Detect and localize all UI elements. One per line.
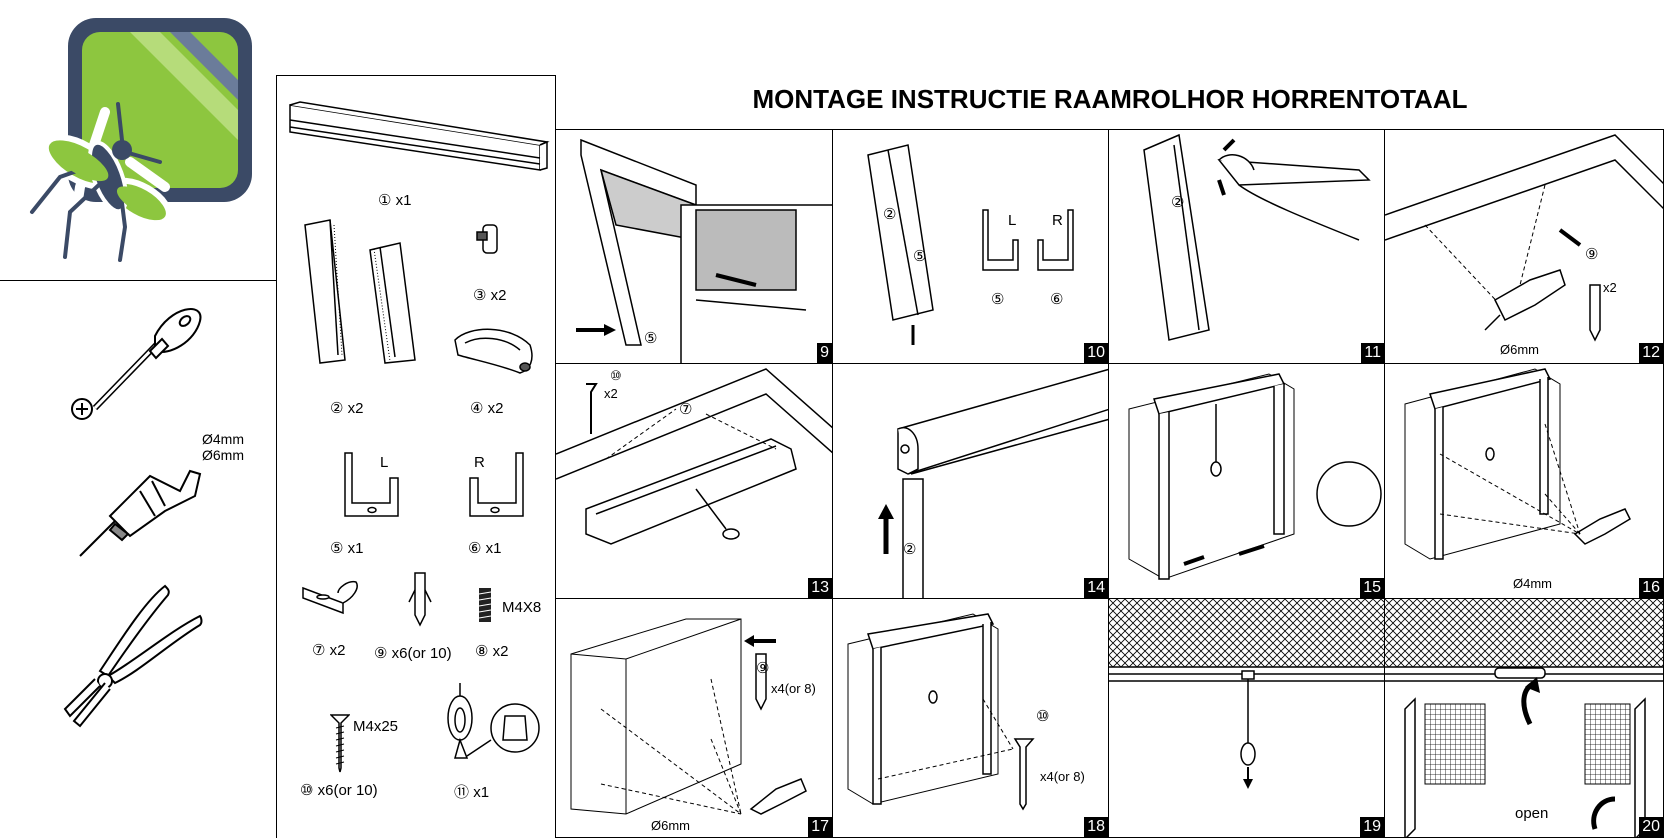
part-3-label: ③ x2 xyxy=(473,287,507,304)
mosquito-logo-icon xyxy=(10,12,260,272)
step-18-number: 18 xyxy=(1084,817,1108,837)
part-1-label: ① x1 xyxy=(378,192,412,209)
step-13-label-c: ⑦ xyxy=(679,401,693,418)
bracket-l-icon xyxy=(340,448,410,523)
step-14-panel: ② 14 xyxy=(832,363,1109,599)
step-18-label-b: x4(or 8) xyxy=(1040,769,1085,784)
bracket-l-side: L xyxy=(380,454,389,471)
step-17-panel: ⑨ x4(or 8) Ø6mm 17 xyxy=(555,598,833,838)
step-10-label-e: ⑤ xyxy=(991,291,1005,308)
screwdriver-icon xyxy=(60,296,210,426)
bracket-r-side: R xyxy=(474,454,485,471)
step-18-label-a: ⑩ xyxy=(1036,708,1050,725)
step-9-panel: ⑤ 9 xyxy=(555,129,833,364)
step-16-panel: Ø4mm 16 xyxy=(1384,363,1664,599)
part-6-label: ⑥ x1 xyxy=(468,540,502,557)
part-11-label: ⑪ x1 xyxy=(454,784,490,801)
step-12-label-a: ⑨ xyxy=(1585,246,1599,263)
part-8-spec: M4X8 xyxy=(502,599,542,616)
step-10-label-a: ② xyxy=(883,206,897,223)
step-17-number: 17 xyxy=(808,817,832,837)
step-10-label-f: ⑥ xyxy=(1050,291,1064,308)
drill-size-4mm: Ø6mm xyxy=(202,447,244,463)
drill-icon xyxy=(60,436,210,566)
bracket-r-icon xyxy=(465,448,535,523)
step-10-label-c: L xyxy=(1008,212,1017,229)
step-10-panel: ② ⑤ L R ⑤ ⑥ 10 xyxy=(832,129,1109,364)
wall-plug-icon xyxy=(405,570,435,630)
step-10-label-d: R xyxy=(1052,212,1063,229)
part-10-spec: M4x25 xyxy=(353,718,399,735)
part-4-label: ④ x2 xyxy=(470,400,504,417)
step-19-panel: 19 xyxy=(1108,598,1385,838)
step-11-number: 11 xyxy=(1361,343,1384,363)
pull-cord-icon xyxy=(435,678,545,778)
step-14-label-a: ② xyxy=(903,541,917,558)
step-12-number: 12 xyxy=(1639,343,1663,363)
step-13-label-a: ⑩ xyxy=(610,368,622,383)
end-cap-icon xyxy=(475,220,515,260)
step-18-panel: ⑩ x4(or 8) 18 xyxy=(832,598,1109,838)
pliers-icon xyxy=(60,581,210,731)
step-15-number: 15 xyxy=(1360,578,1384,598)
page-title: MONTAGE INSTRUCTIE RAAMROLHOR HORRENTOTA… xyxy=(752,84,1468,114)
step-19-number: 19 xyxy=(1360,817,1384,837)
step-13-label-b: x2 xyxy=(604,386,618,401)
step-14-number: 14 xyxy=(1084,578,1108,598)
step-16-number: 16 xyxy=(1639,578,1663,598)
step-10-label-b: ⑤ xyxy=(913,248,927,265)
step-10-number: 10 xyxy=(1084,343,1108,363)
part-10-label: ⑩ x6(or 10) xyxy=(300,782,378,799)
step-17-label-a: ⑨ xyxy=(756,660,770,677)
step-20-label-a: open xyxy=(1515,805,1549,822)
step-13-panel: ⑩ x2 ⑦ 13 xyxy=(555,363,833,599)
step-20-number: 20 xyxy=(1639,817,1663,837)
side-rail-icon xyxy=(300,215,430,365)
step-13-number: 13 xyxy=(808,578,832,598)
part-5-label: ⑤ x1 xyxy=(330,540,364,557)
step-9-label-a: ⑤ xyxy=(644,330,658,347)
set-screw-icon xyxy=(475,586,495,626)
handle-icon xyxy=(450,325,540,385)
step-17-label-b: x4(or 8) xyxy=(771,681,816,696)
step-12-label-b: x2 xyxy=(1603,280,1617,295)
step-9-number: 9 xyxy=(817,343,832,363)
step-12-label-c: Ø6mm xyxy=(1500,342,1539,357)
drill-size-6mm: Ø4mm xyxy=(202,431,244,447)
part-8-label: ⑧ x2 xyxy=(475,643,509,660)
step-15-panel: 15 xyxy=(1108,363,1385,599)
step-11-label-a: ② xyxy=(1171,194,1185,211)
step-16-label-a: Ø4mm xyxy=(1513,576,1552,591)
step-11-panel: ② 11 xyxy=(1108,129,1385,364)
roller-cassette-icon xyxy=(285,100,550,185)
step-12-panel: ⑨ x2 Ø6mm 12 xyxy=(1384,129,1664,364)
step-20-panel: open 20 xyxy=(1384,598,1664,838)
part-2-label: ② x2 xyxy=(330,400,364,417)
part-9-label: ⑨ x6(or 10) xyxy=(374,645,452,662)
step-17-label-c: Ø6mm xyxy=(651,818,690,833)
screw-icon xyxy=(330,713,350,773)
clip-icon xyxy=(298,578,368,618)
tools-column: Ø4mm Ø6mm xyxy=(0,280,276,839)
part-7-label: ⑦ x2 xyxy=(312,642,346,659)
